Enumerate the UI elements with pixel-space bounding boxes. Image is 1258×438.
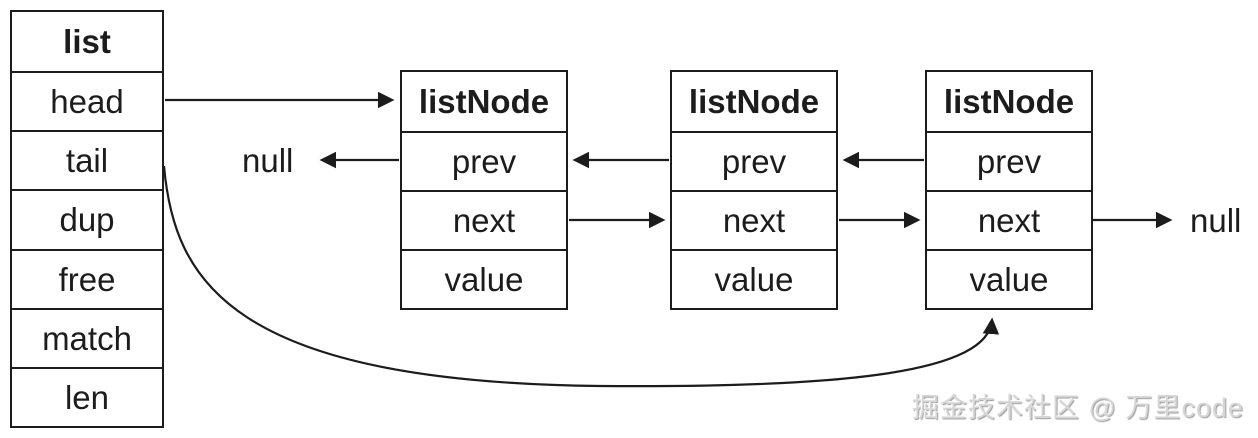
listnode-3-title: listNode <box>927 72 1091 131</box>
list-field-match: match <box>12 307 162 367</box>
null-label-right: null <box>1190 202 1242 239</box>
listnode-1-prev: prev <box>402 131 566 190</box>
listnode-1-next: next <box>402 190 566 249</box>
listnode-2-next: next <box>672 190 836 249</box>
listnode-box-3: listNode prev next value <box>925 70 1093 310</box>
listnode-3-prev: prev <box>927 131 1091 190</box>
list-field-head: head <box>12 71 162 131</box>
listnode-2-value: value <box>672 249 836 308</box>
listnode-3-value: value <box>927 249 1091 308</box>
listnode-1-value: value <box>402 249 566 308</box>
list-field-free: free <box>12 248 162 308</box>
listnode-2-prev: prev <box>672 131 836 190</box>
list-struct-table: list head tail dup free match len <box>10 10 164 428</box>
listnode-2-title: listNode <box>672 72 836 131</box>
list-field-dup: dup <box>12 189 162 249</box>
listnode-box-1: listNode prev next value <box>400 70 568 310</box>
listnode-box-2: listNode prev next value <box>670 70 838 310</box>
tail-to-node3-curve-arrow <box>162 165 1000 388</box>
null-label-left: null <box>242 142 294 179</box>
watermark-text: 掘金技术社区 @ 万里code <box>912 393 1244 423</box>
list-struct-title: list <box>12 12 162 72</box>
list-field-tail: tail <box>12 130 162 190</box>
list-field-len: len <box>12 366 162 426</box>
listnode-1-title: listNode <box>402 72 566 131</box>
listnode-3-next: next <box>927 190 1091 249</box>
